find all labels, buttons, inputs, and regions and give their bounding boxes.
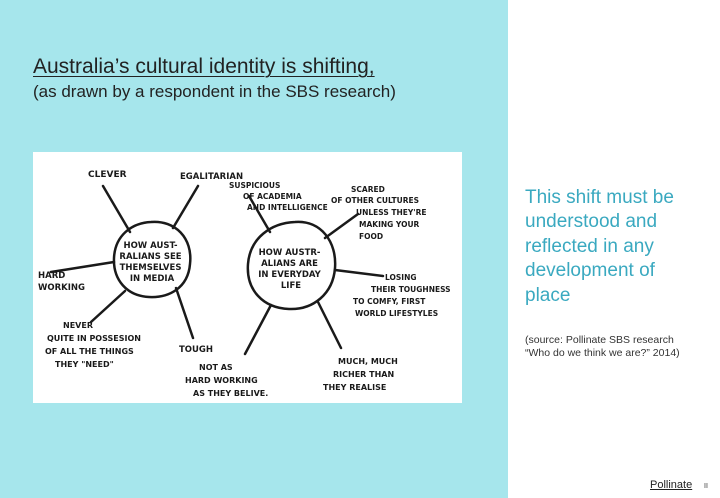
right-circle bbox=[246, 220, 337, 311]
left-panel: Australia’s cultural identity is shiftin… bbox=[0, 0, 508, 498]
label-clever: CLEVER bbox=[88, 170, 127, 180]
pollinate-link[interactable]: Pollinate bbox=[650, 479, 693, 491]
spoke-hard-working bbox=[49, 260, 116, 274]
spoke-much-richer bbox=[316, 300, 343, 350]
right-center-text: HOW AUSTR- ALIANS ARE IN EVERYDAY LIFE bbox=[258, 248, 324, 291]
hand-drawn-sketch: HOW AUST- RALIANS SEE THEMSELVES IN MEDI… bbox=[33, 152, 462, 403]
page-number: II bbox=[704, 483, 708, 490]
spoke-tough bbox=[174, 286, 195, 340]
label-suspicious: SUSPICIOUS OF ACADEMIA AND INTELLIGENCE bbox=[229, 181, 328, 212]
spoke-suspicious bbox=[247, 194, 272, 234]
label-hard-working: HARD WORKING bbox=[38, 271, 85, 293]
label-egalitarian: EGALITARIAN bbox=[180, 172, 243, 182]
spoke-clever bbox=[101, 184, 132, 234]
slide-subtitle: (as drawn by a respondent in the SBS res… bbox=[33, 82, 396, 101]
source-note: (source: Pollinate SBS research “Who do … bbox=[525, 334, 680, 359]
label-much-richer: MUCH, MUCH RICHER THAN THEY REALISE bbox=[323, 357, 401, 392]
left-circle bbox=[112, 220, 192, 299]
spoke-losing bbox=[333, 268, 385, 278]
spoke-scared bbox=[323, 212, 360, 240]
label-losing: LOSING THEIR TOUGHNESS TO COMFY, FIRST W… bbox=[353, 273, 453, 318]
mind-map-drawing: HOW AUST- RALIANS SEE THEMSELVES IN MEDI… bbox=[38, 170, 453, 398]
spoke-egalitarian bbox=[171, 184, 200, 230]
body-text: This shift must be understood and reflec… bbox=[525, 187, 674, 306]
label-tough: TOUGH bbox=[179, 345, 213, 355]
label-never: NEVER QUITE IN POSSESION OF ALL THE THIN… bbox=[45, 321, 144, 369]
label-not-as: NOT AS HARD WORKING AS THEY BELIVE. bbox=[185, 363, 268, 398]
label-scared: SCARED OF OTHER CULTURES UNLESS THEY'RE … bbox=[331, 185, 429, 241]
left-center-text: HOW AUST- RALIANS SEE THEMSELVES IN MEDI… bbox=[119, 241, 184, 284]
spoke-not-as bbox=[243, 303, 273, 356]
slide-title: Australia’s cultural identity is shiftin… bbox=[33, 55, 375, 78]
spoke-never bbox=[89, 289, 127, 324]
